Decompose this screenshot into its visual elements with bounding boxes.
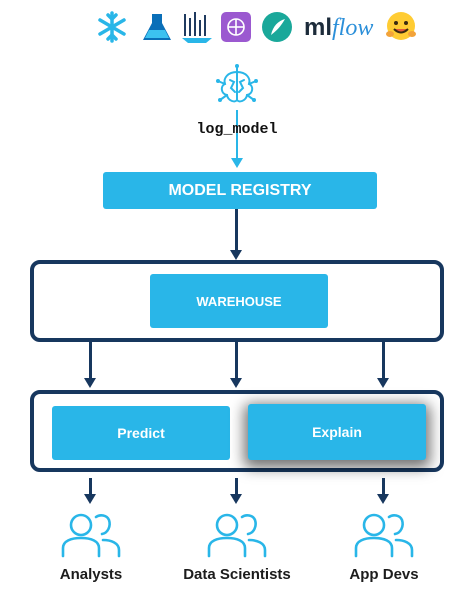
mlflow-logo-ml: ml	[304, 14, 333, 41]
mlflow-logo-flow: flow	[332, 15, 374, 41]
warehouse-frame	[30, 260, 444, 342]
log-model-label: log_model	[196, 121, 278, 138]
warehouse-label: WAREHOUSE	[196, 293, 282, 309]
to-analysts-head	[84, 494, 96, 504]
arrow-right-head	[377, 378, 389, 388]
to-data-scientists-line	[235, 478, 238, 496]
predict-box[interactable]: Predict	[52, 406, 230, 460]
registry-to-warehouse-arrowhead	[230, 250, 242, 260]
arrow-center-head	[230, 378, 242, 388]
to-app-devs-line	[382, 478, 385, 496]
consumer-label-analysts: Analysts	[59, 566, 123, 583]
snowflake-icon	[95, 10, 129, 44]
arrow-right-line	[382, 342, 385, 380]
huggingface-icon	[384, 10, 418, 44]
databricks-lakehouse-icon	[180, 10, 214, 44]
users-icon	[205, 510, 269, 560]
warehouse-box[interactable]: WAREHOUSE	[150, 274, 328, 328]
users-icon	[352, 510, 416, 560]
predict-label: Predict	[117, 425, 165, 441]
model-registry-box[interactable]: MODEL REGISTRY	[103, 172, 377, 209]
explain-label: Explain	[312, 424, 362, 440]
explain-box[interactable]: Explain	[248, 404, 426, 460]
ai-brain-icon	[214, 64, 260, 110]
log-model-connector	[236, 110, 238, 162]
users-icon	[59, 510, 123, 560]
to-data-scientists-head	[230, 494, 242, 504]
model-registry-label: MODEL REGISTRY	[168, 181, 312, 199]
arrow-left-head	[84, 378, 96, 388]
feather-icon	[260, 10, 294, 44]
registry-to-warehouse-line	[235, 209, 238, 253]
consumer-label-data-scientists: Data Scientists	[183, 566, 291, 583]
to-analysts-line	[89, 478, 92, 496]
azure-ml-flask-icon	[140, 10, 174, 44]
to-app-devs-head	[377, 494, 389, 504]
arrow-left-line	[89, 342, 92, 380]
log-model-arrowhead	[231, 158, 243, 168]
sagemaker-brain-icon	[219, 10, 253, 44]
arrow-center-line	[235, 342, 238, 380]
consumer-label-app-devs: App Devs	[349, 566, 419, 583]
mlflow-logo: mlflow	[304, 14, 373, 42]
